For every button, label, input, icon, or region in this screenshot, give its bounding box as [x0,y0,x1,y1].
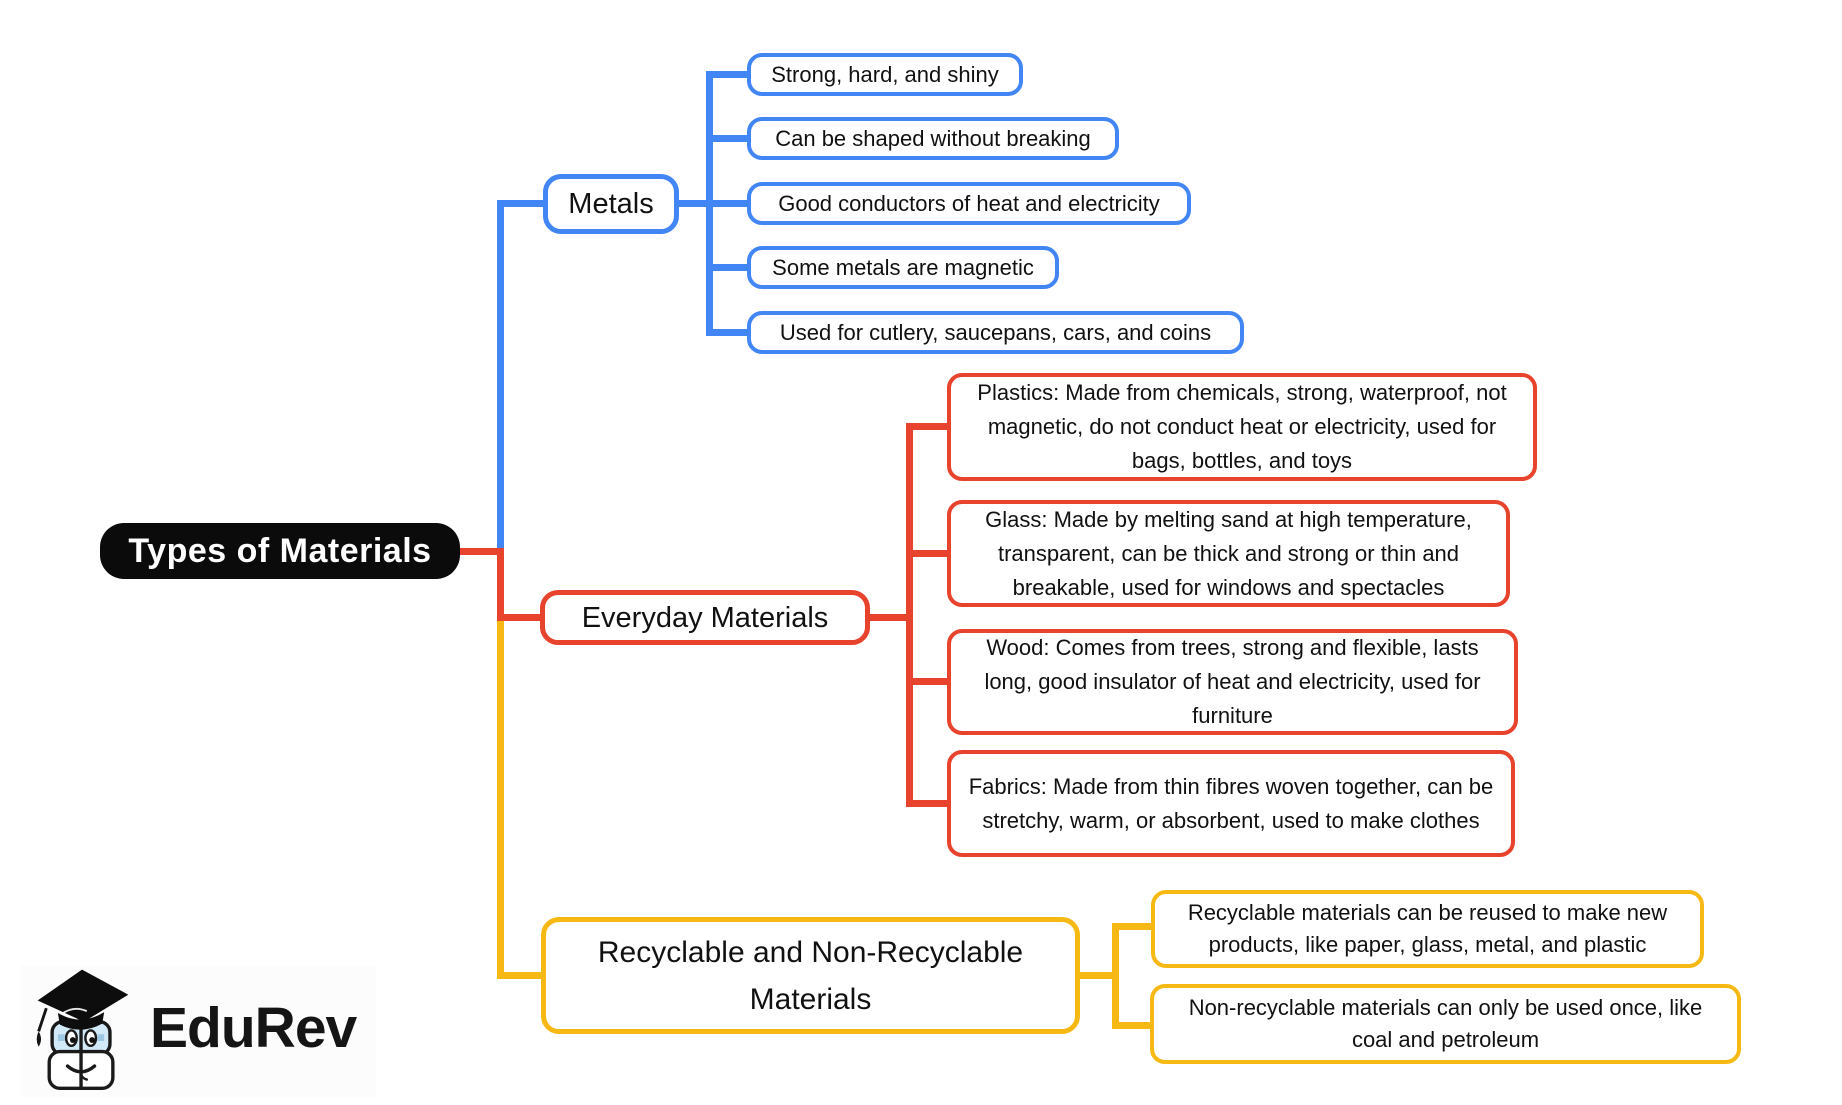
root-node-types-of-materials: Types of Materials [100,523,460,579]
recyclable-leaf-stub [1112,1022,1157,1029]
everyday-leaf: Glass: Made by melting sand at high temp… [947,500,1510,607]
everyday-leaf: Plastics: Made from chemicals, strong, w… [947,373,1537,481]
edurev-logo: EduRev [28,960,357,1095]
recyclable-trunk-vertical [497,617,504,979]
metals-trunk-vertical [497,200,504,556]
everyday-trunk-vertical [497,548,504,621]
everyday-leaf: Fabrics: Made from thin fibres woven tog… [947,750,1515,857]
metals-leaf-stub [706,71,752,78]
branch-node-metals: Metals [543,174,679,234]
metals-leaf: Some metals are magnetic [747,246,1059,289]
branch-node-everyday-materials: Everyday Materials [540,590,870,645]
everyday-leaf-stub [906,550,952,557]
root-to-trunk-horizontal [455,548,504,555]
metals-leaf: Strong, hard, and shiny [747,53,1023,96]
everyday-leaf-stub [906,423,952,430]
edurev-mascot-icon [36,969,129,1090]
recyclable-trunk-horizontal [497,972,547,979]
metals-leaf-stub [706,135,752,142]
metals-leaf-stub [706,200,752,207]
everyday-leaf-stub [906,800,952,807]
metals-leaf: Used for cutlery, saucepans, cars, and c… [747,311,1244,354]
recyclable-leaf: Non-recyclable materials can only be use… [1150,984,1741,1064]
everyday-leaf-stub [906,678,952,685]
metals-leaf: Good conductors of heat and electricity [747,182,1191,225]
everyday-node-to-spine [865,614,913,621]
edurev-logo-text: EduRev [150,995,357,1060]
recyclable-node-to-spine [1075,972,1119,979]
recyclable-leaf-stub [1112,923,1157,930]
recyclable-spine-vertical [1112,923,1119,1029]
metals-leaf-stub [706,329,752,336]
metals-leaf: Can be shaped without breaking [747,117,1119,160]
metals-trunk-horizontal [497,200,547,207]
everyday-trunk-horizontal [497,614,545,621]
metals-leaf-stub [706,264,752,271]
metals-node-to-spine [674,200,713,207]
branch-node-recyclable: Recyclable and Non-Recyclable Materials [541,917,1080,1034]
everyday-spine-vertical [906,423,913,807]
recyclable-leaf: Recyclable materials can be reused to ma… [1151,890,1704,968]
everyday-leaf: Wood: Comes from trees, strong and flexi… [947,629,1518,735]
